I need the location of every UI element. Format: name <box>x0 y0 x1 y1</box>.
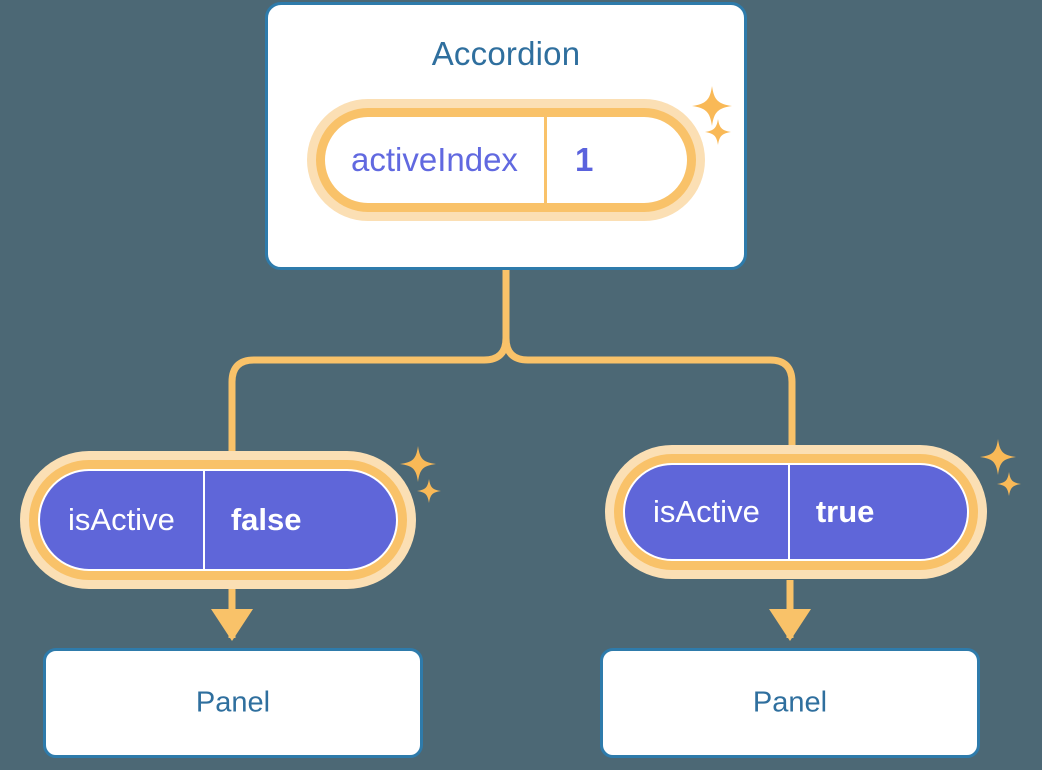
pill-ring: activeIndex 1 <box>316 108 696 212</box>
arrow-down-icon <box>769 609 811 641</box>
state-key-label: isActive <box>625 465 790 559</box>
pill-body: isActive false <box>38 469 398 571</box>
state-pill-activeindex[interactable]: activeIndex 1 <box>307 99 705 221</box>
state-value-label: 1 <box>574 141 594 178</box>
node-card-panel-right[interactable]: Panel <box>600 648 980 758</box>
sparkle-small-icon <box>417 479 441 503</box>
state-value-label: true <box>815 494 875 529</box>
pill-ring: isActive true <box>614 454 978 570</box>
sparkle-large-icon <box>980 439 1016 475</box>
panel-title: Panel <box>195 686 271 719</box>
state-pill-isactive-false[interactable]: isActive false <box>20 451 416 589</box>
arrow-down-icon <box>211 609 253 641</box>
pill-body: isActive true <box>623 463 969 561</box>
panel-title: Panel <box>752 686 828 719</box>
state-pill-isactive-true[interactable]: isActive true <box>605 445 987 579</box>
page-title: Accordion <box>431 35 581 72</box>
connector-root-to-right <box>502 266 796 452</box>
state-key-label: activeIndex <box>325 117 547 203</box>
pill-ring: isActive false <box>29 460 407 580</box>
sparkle-small-icon <box>997 472 1021 496</box>
state-value-label: false <box>230 502 302 537</box>
pill-body: activeIndex 1 <box>325 117 687 203</box>
node-card-panel-left[interactable]: Panel <box>43 648 423 758</box>
state-key-label: isActive <box>40 471 205 569</box>
connector-root-to-left <box>228 266 510 459</box>
